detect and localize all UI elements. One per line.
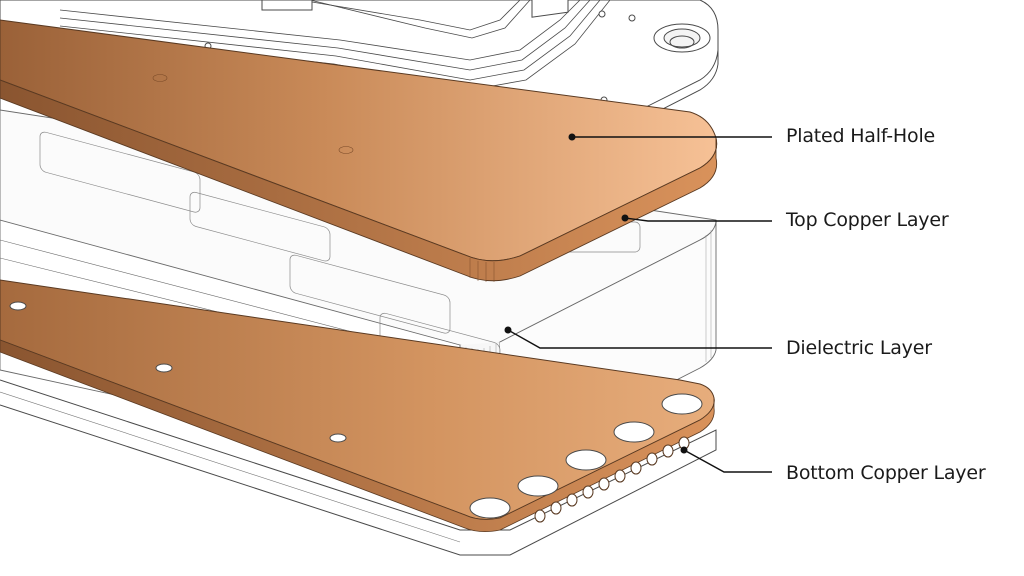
label-top-copper-layer: Top Copper Layer: [786, 209, 949, 231]
leader-dielectric-layer: [507, 329, 772, 349]
top-copper-layer: [0, 19, 718, 282]
label-plated-half-hole: Plated Half-Hole: [786, 125, 936, 147]
bottom-copper-layer: [0, 279, 717, 556]
leader-bottom-copper-layer: [683, 449, 772, 473]
label-dielectric-layer: Dielectric Layer: [786, 337, 932, 359]
dot-plated-half-hole: [568, 133, 576, 141]
dot-bottom-copper-layer: [680, 446, 688, 454]
dot-dielectric-layer: [504, 326, 512, 334]
callout-dots: [504, 133, 688, 454]
callout-leaders: [507, 136, 772, 473]
label-bottom-copper-layer: Bottom Copper Layer: [786, 462, 986, 484]
dot-top-copper-layer: [621, 214, 629, 222]
leader-top-copper-layer: [624, 217, 772, 222]
